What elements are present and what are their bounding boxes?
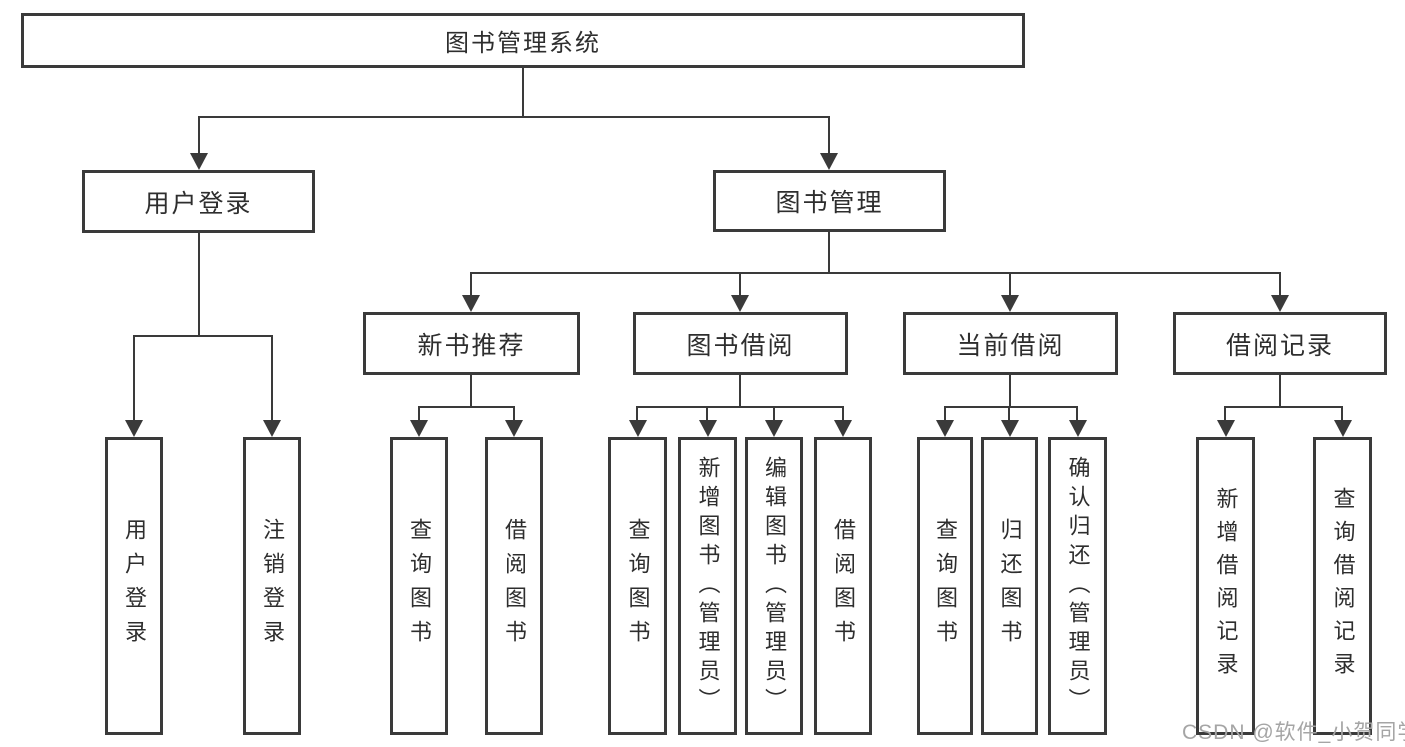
leaf-bb-query-books: 查询图书 — [608, 437, 667, 735]
leaf-br-add-record: 新增借阅记录 — [1196, 437, 1255, 735]
connector-line — [470, 272, 1281, 274]
node-new-book-recommend: 新书推荐 — [363, 312, 580, 375]
connector-line — [636, 406, 638, 422]
node-root: 图书管理系统 — [21, 13, 1025, 68]
arrowhead-down-icon — [462, 295, 480, 312]
leaf-user-login: 用户登录 — [105, 437, 163, 735]
connector-line — [133, 335, 135, 421]
connector-line — [739, 375, 741, 408]
connector-line — [1341, 406, 1343, 422]
connector-line — [944, 406, 1078, 408]
leaf-bb-add-books-admin: 新增图书（管理员） — [678, 437, 737, 735]
node-current-borrowing: 当前借阅 — [903, 312, 1118, 375]
connector-line — [198, 116, 830, 118]
connector-line — [470, 375, 472, 408]
arrowhead-down-icon — [125, 420, 143, 437]
connector-line — [1009, 272, 1011, 296]
leaf-cb-query-books: 查询图书 — [917, 437, 973, 735]
leaf-nb-borrow-books: 借阅图书 — [485, 437, 543, 735]
arrowhead-down-icon — [1271, 295, 1289, 312]
connector-line — [133, 335, 273, 337]
connector-line — [828, 232, 830, 274]
node-book-borrowing: 图书借阅 — [633, 312, 848, 375]
connector-line — [636, 406, 844, 408]
arrowhead-down-icon — [1001, 420, 1019, 437]
leaf-bb-edit-books-admin: 编辑图书（管理员） — [745, 437, 803, 735]
arrowhead-down-icon — [834, 420, 852, 437]
connector-line — [513, 406, 515, 422]
connector-line — [1076, 406, 1078, 422]
connector-line — [271, 335, 273, 421]
connector-line — [522, 68, 524, 117]
arrowhead-down-icon — [1334, 420, 1352, 437]
connector-line — [198, 233, 200, 336]
arrowhead-down-icon — [629, 420, 647, 437]
arrowhead-down-icon — [1001, 295, 1019, 312]
node-user-login: 用户登录 — [82, 170, 315, 233]
arrowhead-down-icon — [190, 153, 208, 170]
arrowhead-down-icon — [410, 420, 428, 437]
connector-line — [944, 406, 946, 422]
leaf-nb-query-books: 查询图书 — [390, 437, 448, 735]
arrowhead-down-icon — [765, 420, 783, 437]
arrowhead-down-icon — [263, 420, 281, 437]
connector-line — [842, 406, 844, 422]
arrowhead-down-icon — [731, 295, 749, 312]
leaf-logout-login: 注销登录 — [243, 437, 301, 735]
node-book-management: 图书管理 — [713, 170, 946, 232]
connector-line — [1224, 406, 1226, 422]
connector-line — [418, 406, 420, 422]
connector-line — [1008, 406, 1010, 422]
leaf-bb-borrow-books: 借阅图书 — [814, 437, 872, 735]
connector-line — [706, 406, 708, 422]
connector-line — [1279, 375, 1281, 408]
leaf-cb-confirm-return-admin: 确认归还（管理员） — [1048, 437, 1107, 735]
connector-line — [1224, 406, 1343, 408]
csdn-watermark: CSDN @软件_小贺同学 — [1182, 721, 1405, 744]
arrowhead-down-icon — [820, 153, 838, 170]
arrowhead-down-icon — [1069, 420, 1087, 437]
leaf-br-query-record: 查询借阅记录 — [1313, 437, 1372, 735]
connector-line — [773, 406, 775, 422]
connector-line — [739, 272, 741, 296]
arrowhead-down-icon — [936, 420, 954, 437]
leaf-cb-return-books: 归还图书 — [981, 437, 1038, 735]
arrowhead-down-icon — [1217, 420, 1235, 437]
connector-line — [1279, 272, 1281, 296]
arrowhead-down-icon — [699, 420, 717, 437]
node-borrow-records: 借阅记录 — [1173, 312, 1387, 375]
connector-line — [198, 116, 200, 154]
connector-line — [828, 116, 830, 154]
connector-line — [1009, 375, 1011, 408]
connector-line — [418, 406, 515, 408]
arrowhead-down-icon — [505, 420, 523, 437]
connector-line — [470, 272, 472, 296]
